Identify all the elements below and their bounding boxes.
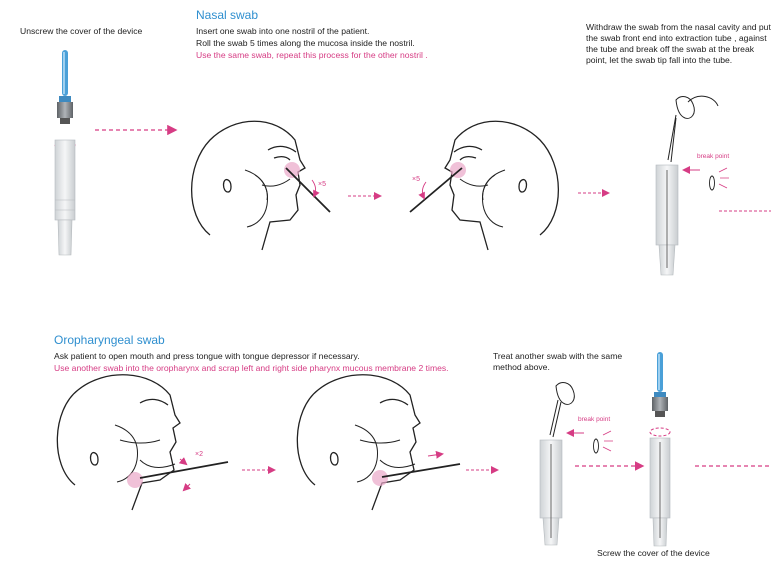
scrape-arrow-1b [184,484,190,490]
scrape-arrow-1a [180,459,186,464]
swab-tip-bottom [594,439,599,453]
swab-tip-top [710,176,715,190]
nostril-highlight-left [284,162,300,178]
head-profile-oro-1 [57,375,180,510]
break-lines-bottom [603,431,613,451]
head-profile-left-nasal [192,121,305,250]
break-lines-top [719,168,729,188]
swab-in-nostril-right [410,168,462,212]
head-profile-oro-2 [297,375,420,510]
swab-in-mouth-2 [382,464,460,477]
swab-in-nostril-left [286,168,330,212]
rotate-arrow-right [422,182,426,198]
hand-breaking-swab-bottom [550,383,574,437]
hand-breaking-swab-top [668,96,718,162]
device-tube-screwed [650,352,670,546]
pharynx-highlight-2 [372,470,388,486]
head-profile-right-nasal [445,121,558,250]
swab-in-mouth-1 [140,462,228,478]
scrape-arrow-2 [428,454,442,456]
extraction-tube-bottom [540,440,562,545]
extraction-tube-top [656,165,678,275]
pharynx-highlight-1 [127,472,143,488]
device-tube-unscrewed [55,50,75,255]
